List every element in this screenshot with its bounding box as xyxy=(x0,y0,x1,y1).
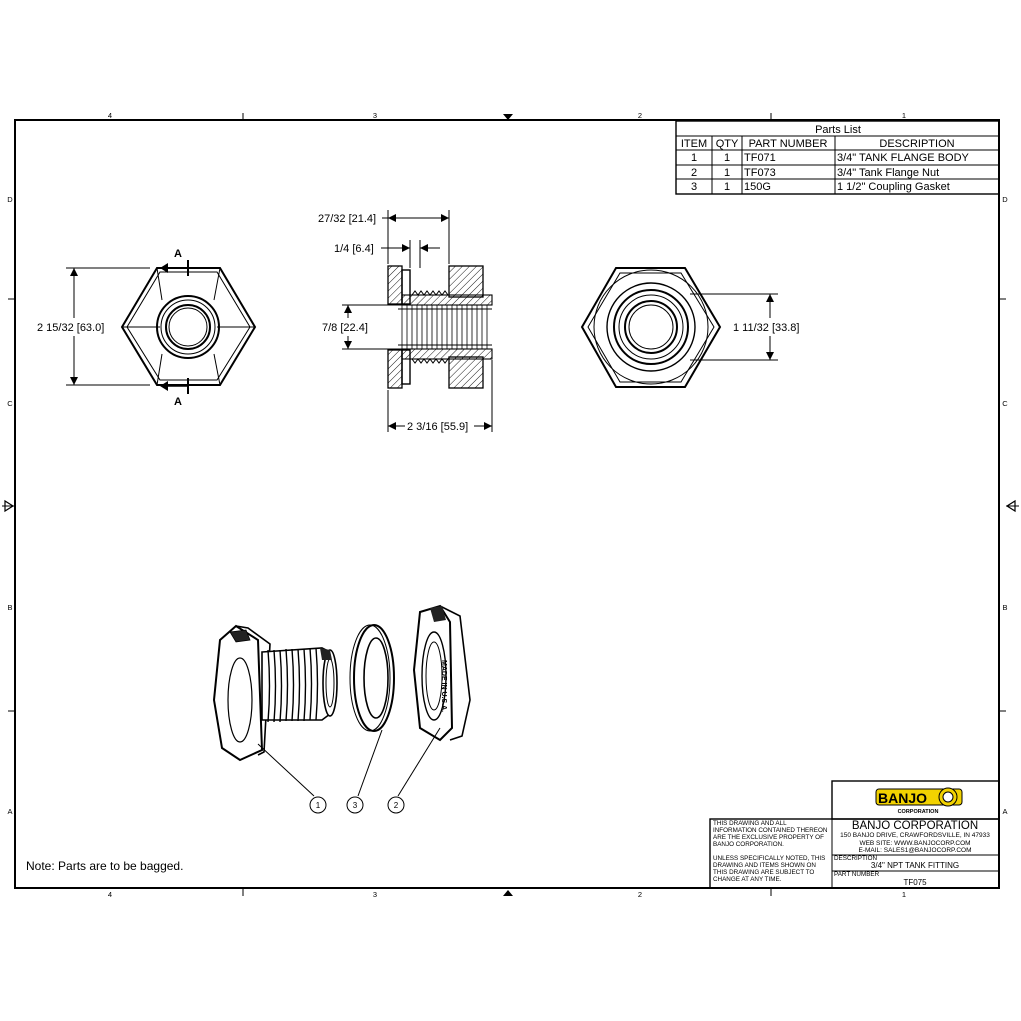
zone-right-d: D xyxy=(1002,195,1008,204)
zone-bottom-3: 3 xyxy=(373,890,377,899)
zone-top-1: 1 xyxy=(902,111,906,120)
center-mark-bottom xyxy=(503,890,513,896)
zone-top-2: 2 xyxy=(638,111,642,120)
disclaimer-line-5: UNLESS SPECIFICALLY NOTED, THIS xyxy=(713,855,825,862)
isometric-assembly: MADE IN U.S.A. 1 3 2 xyxy=(212,604,471,814)
disclaimer-line-8: CHANGE AT ANY TIME. xyxy=(713,876,782,883)
parts-list-header-qty: QTY xyxy=(716,138,739,150)
parts-list-row-2-item: 2 xyxy=(691,167,697,179)
parts-list-row-3-qty: 1 xyxy=(724,181,730,193)
description-label: DESCRIPTION xyxy=(834,855,877,862)
disclaimer-line-1: THIS DRAWING AND ALL xyxy=(713,820,787,827)
parts-list-title: Parts List xyxy=(815,124,861,136)
disclaimer-line-7: THIS DRAWING ARE SUBJECT TO xyxy=(713,869,814,876)
zone-right-b: B xyxy=(1002,603,1007,612)
section-view: 27/32 [21.4] 1/4 [6.4] 7/8 [22.4] 2 3/16… xyxy=(318,210,493,433)
parts-list-row-1-item: 1 xyxy=(691,152,697,164)
balloon-item-1: 1 xyxy=(316,801,321,810)
part-number-label: PART NUMBER xyxy=(834,871,880,878)
parts-list-header-description: DESCRIPTION xyxy=(879,138,954,150)
parts-list-row-1-part: TF071 xyxy=(744,152,776,164)
zone-top-4: 4 xyxy=(108,111,112,120)
zone-bottom-1: 1 xyxy=(902,890,906,899)
svg-text:MADE IN U.S.A.: MADE IN U.S.A. xyxy=(440,660,447,712)
parts-list-row-2-desc: 3/4" Tank Flange Nut xyxy=(837,167,939,179)
parts-list-row-3-desc: 1 1/2" Coupling Gasket xyxy=(837,181,950,193)
balloon-item-2: 2 xyxy=(394,801,399,810)
disclaimer-line-2: INFORMATION CONTAINED THEREON xyxy=(713,827,828,834)
zone-left-a: A xyxy=(7,807,12,816)
drawing-part-number: TF075 xyxy=(903,878,927,887)
banjo-logo: BANJO CORPORATION xyxy=(875,787,963,815)
zone-bottom-2: 2 xyxy=(638,890,642,899)
logo-subtext: CORPORATION xyxy=(898,809,939,815)
zone-bottom-4: 4 xyxy=(108,890,112,899)
parts-list-header-item: ITEM xyxy=(681,138,707,150)
company-address: 150 BANJO DRIVE, CRAWFORDSVILLE, IN 4793… xyxy=(840,832,990,839)
zone-left-c: C xyxy=(7,399,13,408)
parts-list-row-1-desc: 3/4" TANK FLANGE BODY xyxy=(837,152,970,164)
company-name: BANJO CORPORATION xyxy=(852,820,978,832)
section-label-bottom: A xyxy=(174,396,182,408)
logo-wordmark: BANJO xyxy=(878,790,927,806)
parts-list-row-2-qty: 1 xyxy=(724,167,730,179)
company-website: WEB SITE: WWW.BANJOCORP.COM xyxy=(859,840,970,847)
section-label-top: A xyxy=(174,248,182,260)
parts-list-row-2-part: TF073 xyxy=(744,167,776,179)
drawing-description: 3/4" NPT TANK FITTING xyxy=(871,861,959,870)
bore-dimension: 7/8 [22.4] xyxy=(322,322,368,334)
bagging-note: Note: Parts are to be bagged. xyxy=(26,859,183,873)
drawing-border xyxy=(2,113,1019,896)
parts-list-table: Parts List ITEM QTY PART NUMBER DESCRIPT… xyxy=(675,120,1000,195)
title-block: BANJO CORPORATION BANJO CORPORATION 150 … xyxy=(709,780,1000,889)
parts-list-header-part-number: PART NUMBER xyxy=(749,138,828,150)
zone-left-b: B xyxy=(7,603,12,612)
rear-view: 1 11/32 [33.8] xyxy=(580,267,799,388)
disclaimer-line-3: ARE THE EXCLUSIVE PROPERTY OF xyxy=(713,834,824,841)
front-view: A A 2 15/32 [63.0] xyxy=(37,248,257,408)
disclaimer-line-6: DRAWING AND ITEMS SHOWN ON xyxy=(713,862,816,869)
zone-right-a: A xyxy=(1002,807,1007,816)
nut-dimension: 1 11/32 [33.8] xyxy=(733,322,799,334)
center-mark-top xyxy=(503,114,513,120)
zone-top-3: 3 xyxy=(373,111,377,120)
parts-list-row-3-part: 150G xyxy=(744,181,771,193)
zone-left-d: D xyxy=(7,195,13,204)
height-dimension: 2 15/32 [63.0] xyxy=(37,322,104,334)
company-email: E-MAIL: SALES1@BANJOCORP.COM xyxy=(858,847,971,854)
zone-right-c: C xyxy=(1002,399,1008,408)
flange-dimension: 27/32 [21.4] xyxy=(318,213,376,225)
parts-list-row-1-qty: 1 xyxy=(724,152,730,164)
parts-list-row-3-item: 3 xyxy=(691,181,697,193)
balloon-item-3: 3 xyxy=(353,801,358,810)
lip-dimension: 1/4 [6.4] xyxy=(334,243,374,255)
length-dimension: 2 3/16 [55.9] xyxy=(407,421,468,433)
disclaimer-line-4: BANJO CORPORATION. xyxy=(713,841,784,848)
